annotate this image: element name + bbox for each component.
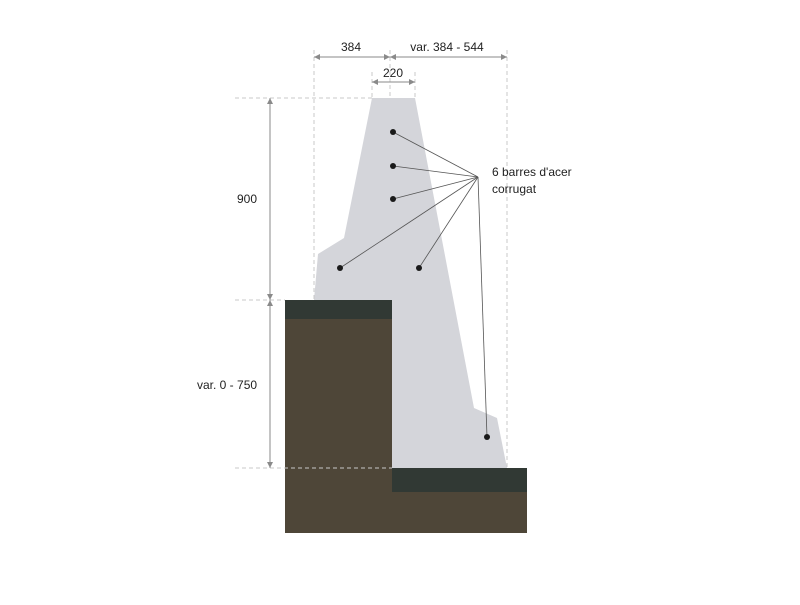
dim-lower-height: var. 0 - 750 [197,378,258,392]
annotation-line-2: corrugat [492,182,537,196]
soil-cap-left [285,300,392,319]
annotation-line-1: 6 barres d'acer [492,165,572,179]
dim-crest: 220 [382,66,404,80]
concrete-barrier [314,98,507,468]
dim-top-right: var. 384 - 544 [410,40,484,54]
dimension-arrows [267,54,507,468]
rebar-dots [337,129,490,440]
rebar-dot [390,196,396,202]
soil-cap-right [392,468,527,492]
rebar-dot [484,434,490,440]
dim-upper-height: 900 [237,192,258,206]
rebar-dot [416,265,422,271]
dimension-lines [269,56,507,468]
extension-lines [235,50,508,469]
soil-left [285,300,392,533]
dim-top-left: 384 [340,40,362,54]
rebar-dot [390,163,396,169]
leader-lines [339,131,488,438]
rebar-dot [337,265,343,271]
rebar-dot [390,129,396,135]
